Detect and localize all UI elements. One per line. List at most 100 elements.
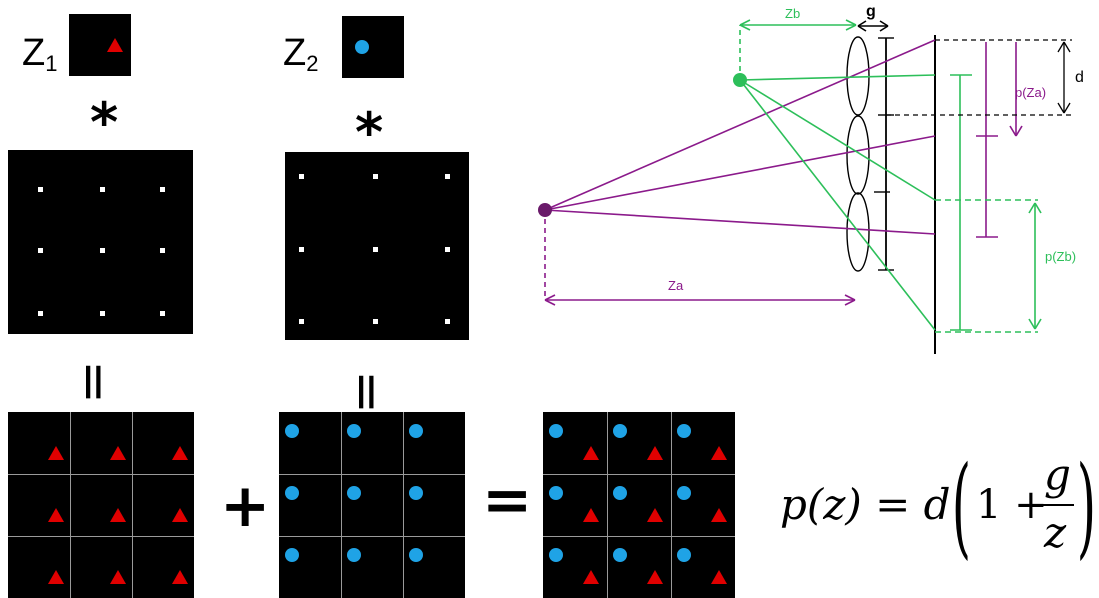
- plus-operator: +: [220, 471, 271, 541]
- z1-label-main: Z: [22, 32, 46, 74]
- impulse-dot: [445, 247, 450, 252]
- z2-label: Z2: [283, 34, 318, 75]
- z2-kernel: [342, 16, 404, 78]
- red-triangle-icon: [110, 446, 126, 460]
- convolution-operator-2: *: [355, 101, 384, 164]
- blue-dot-icon: [613, 486, 627, 500]
- red-triangle-icon: [48, 508, 64, 522]
- grid-divider: [543, 474, 735, 475]
- blue-dot-icon: [355, 40, 369, 54]
- impulse-dot: [100, 248, 105, 253]
- dot-pattern-grid: [279, 412, 465, 598]
- formula-fraction-bar: [1038, 504, 1074, 506]
- d-label: d: [1075, 69, 1084, 86]
- impulse-dot: [373, 247, 378, 252]
- grid-divider: [671, 412, 672, 598]
- impulse-dot: [445, 174, 450, 179]
- red-triangle-icon: [110, 508, 126, 522]
- red-triangle-icon: [48, 570, 64, 584]
- blue-dot-icon: [347, 548, 361, 562]
- z1-label: Z1: [22, 34, 57, 75]
- grid-divider: [279, 536, 465, 537]
- impulse-dot: [100, 187, 105, 192]
- d-dimension: [886, 39, 1072, 116]
- z1-kernel: [69, 14, 131, 76]
- impulse-dot: [160, 248, 165, 253]
- grid-divider: [132, 412, 133, 598]
- g-dimension: [857, 20, 889, 32]
- impulse-dot: [299, 319, 304, 324]
- blue-dot-icon: [285, 424, 299, 438]
- grid-divider: [8, 474, 194, 475]
- purple-rays: [544, 39, 1023, 306]
- za-label: Za: [668, 278, 684, 293]
- blue-dot-icon: [613, 424, 627, 438]
- red-triangle-icon: [711, 508, 727, 522]
- impulse-dot: [299, 174, 304, 179]
- formula-lhs: p(z) = d: [780, 480, 951, 529]
- impulse-dot: [373, 174, 378, 179]
- combined-pattern-grid: [543, 412, 735, 598]
- green-rays: [739, 19, 1042, 333]
- grid-divider: [341, 412, 342, 598]
- impulse-grid-2: [285, 152, 469, 340]
- impulse-dot: [38, 248, 43, 253]
- zb-label: Zb: [785, 6, 800, 21]
- formula-one-plus: 1 +: [976, 482, 1048, 528]
- p-za-label: p(Za): [1015, 85, 1046, 100]
- grid-divider: [543, 536, 735, 537]
- equals-operator-vertical-1: =: [63, 360, 124, 404]
- red-triangle-icon: [172, 508, 188, 522]
- p-zb-label: p(Zb): [1045, 249, 1076, 264]
- blue-dot-icon: [285, 548, 299, 562]
- red-triangle-icon: [107, 38, 123, 52]
- blue-dot-icon: [285, 486, 299, 500]
- impulse-dot: [445, 319, 450, 324]
- blue-dot-icon: [347, 486, 361, 500]
- impulse-dot: [373, 319, 378, 324]
- red-triangle-icon: [711, 570, 727, 584]
- purple-point-source: [538, 203, 552, 217]
- red-triangle-icon: [647, 570, 663, 584]
- impulse-dot: [299, 247, 304, 252]
- lens-ellipse: [846, 115, 870, 195]
- optics-diagram: Zb g d p(Za) p(Zb) Za: [538, 3, 1084, 354]
- red-triangle-icon: [647, 446, 663, 460]
- impulse-dot: [160, 311, 165, 316]
- impulse-dot: [38, 187, 43, 192]
- z2-label-main: Z: [283, 32, 307, 74]
- red-triangle-icon: [172, 570, 188, 584]
- z2-label-sub: 2: [306, 51, 319, 76]
- g-label: g: [866, 3, 876, 20]
- impulse-dot: [160, 187, 165, 192]
- grid-divider: [70, 412, 71, 598]
- red-triangle-icon: [583, 508, 599, 522]
- grid-divider: [8, 536, 194, 537]
- red-triangle-icon: [583, 446, 599, 460]
- blue-dot-icon: [409, 424, 423, 438]
- red-triangle-icon: [711, 446, 727, 460]
- lens-ellipse: [846, 192, 870, 272]
- equals-operator: =: [482, 465, 533, 535]
- red-triangle-icon: [48, 446, 64, 460]
- formula-numerator: g: [1044, 450, 1071, 499]
- red-triangle-icon: [583, 570, 599, 584]
- grid-divider: [403, 412, 404, 598]
- formula-left-paren: (: [951, 442, 972, 570]
- green-point-source: [733, 73, 747, 87]
- impulse-dot: [100, 311, 105, 316]
- blue-dot-icon: [613, 548, 627, 562]
- formula: p(z) = d ( 1 + g z ): [780, 442, 1096, 570]
- z1-label-sub: 1: [45, 51, 58, 76]
- blue-dot-icon: [677, 486, 691, 500]
- grid-divider: [279, 474, 465, 475]
- formula-right-paren: ): [1076, 442, 1097, 570]
- blue-dot-icon: [347, 424, 361, 438]
- blue-dot-icon: [549, 548, 563, 562]
- impulse-grid-1: [8, 150, 193, 334]
- triangle-pattern-grid: [8, 412, 194, 598]
- blue-dot-icon: [409, 486, 423, 500]
- convolution-operator-1: *: [90, 91, 119, 154]
- impulse-dot: [38, 311, 43, 316]
- blue-dot-icon: [677, 424, 691, 438]
